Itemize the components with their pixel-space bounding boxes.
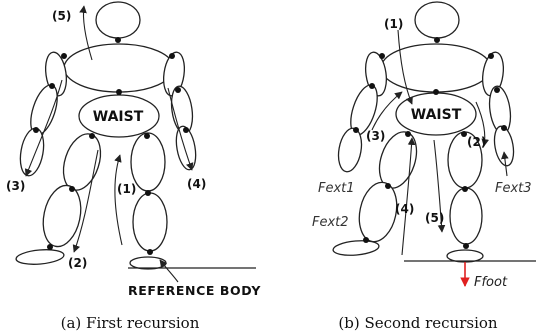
joint [463,243,469,249]
step-label-3: (3) [6,179,25,193]
joint [116,89,122,95]
humanoid-body-a [15,1,197,270]
step-label-5: (5) [52,9,71,23]
step-5-arrow [433,139,446,233]
head [414,1,460,39]
recursion-arrows-b [371,29,509,287]
step-label-2: (2) [467,135,486,149]
left-foot [332,240,380,256]
joint [462,186,468,192]
joint [183,127,189,133]
joint [461,131,467,137]
joint [405,131,411,137]
step-2-arrow [72,149,99,253]
joint [363,237,369,243]
caption-a: (a) First recursion [61,314,200,332]
step-1-arrow [397,29,413,105]
step-4-arrow [401,137,416,256]
step-label-4: (4) [395,202,414,216]
joint [89,133,95,139]
right-hand [493,125,515,167]
step-4-arrow [167,87,194,171]
joint [47,244,53,250]
step-label-1: (1) [117,182,136,196]
joint [433,89,439,95]
joint [379,53,385,59]
figure-b-second-recursion: WAIST (1) (3) (2) (4) (5) Fext1 Fext2 Fe… [312,1,536,332]
joint [169,53,175,59]
joint [69,186,75,192]
figure-a-first-recursion: WAIST (5) (3) (1) (4) (2) REFERENCE BODY… [6,1,261,332]
fext1-label: Fext1 [318,181,355,196]
joint [61,53,67,59]
fext3-label: Fext3 [495,181,532,196]
waist-label: WAIST [411,107,462,123]
joint [353,127,359,133]
waist-label: WAIST [93,109,144,125]
fext2-label: Fext2 [312,215,349,230]
joint [494,87,500,93]
step-label-5: (5) [425,211,444,225]
right-shin [449,187,483,245]
joint [488,53,494,59]
right-upper-arm [162,51,186,97]
joint [501,125,507,131]
joints-b [353,37,507,249]
joint [144,133,150,139]
joint [147,249,153,255]
head [95,1,141,39]
step-5-arrow [79,5,93,61]
joint [115,37,121,43]
joint [385,183,391,189]
torso [380,43,492,93]
step-label-2: (2) [68,256,87,270]
fext3-arrow [501,151,509,177]
reference-body-label: REFERENCE BODY [128,283,261,298]
right-foot [129,256,167,270]
left-foot [15,249,65,265]
reference-pointer-arrow [159,259,179,283]
joint [434,37,440,43]
step-2-arrow [475,101,490,147]
joints-a [33,37,189,255]
step-label-1: (1) [384,17,403,31]
right-foot [446,249,484,263]
caption-b: (b) Second recursion [338,314,497,332]
joint [33,127,39,133]
right-shin [132,192,168,252]
joint [49,83,55,89]
joint [145,190,151,196]
step-label-3: (3) [366,129,385,143]
left-shin [42,184,82,248]
recursion-arrows-a [24,5,194,283]
step-3-arrow [371,91,403,131]
humanoid-body-b [332,1,515,263]
ffoot-label: Ffoot [474,275,508,290]
joint [369,83,375,89]
step-1-arrow [114,154,123,246]
step-3-arrow [24,79,63,177]
step-label-4: (4) [187,177,206,191]
torso [63,43,175,93]
joint [175,87,181,93]
